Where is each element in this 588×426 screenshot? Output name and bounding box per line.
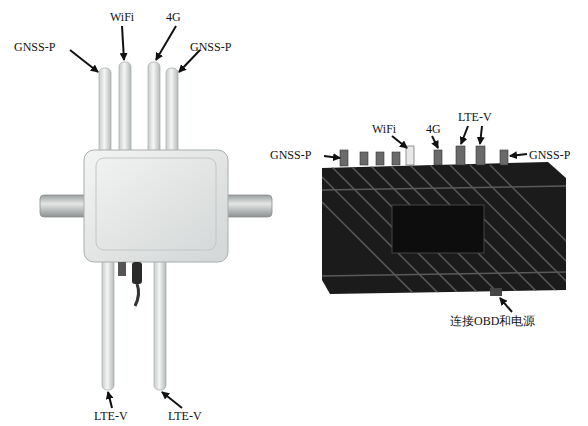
antenna-label: 连接OBD和电源 [450, 314, 535, 328]
antenna-label: 4G [426, 122, 441, 136]
antenna-label: LTE-V [94, 409, 128, 423]
antenna-label: GNSS-P [14, 40, 55, 54]
antenna-label: 4G [166, 10, 181, 24]
antenna-label: GNSS-P [529, 148, 570, 162]
antenna-label: GNSS-P [190, 40, 231, 54]
antenna-label: LTE-V [168, 409, 202, 423]
antenna-label: WiFi [372, 122, 396, 136]
antenna-label: WiFi [110, 10, 134, 24]
antenna-label: GNSS-P [270, 148, 311, 162]
antenna-label: LTE-V [458, 110, 492, 124]
